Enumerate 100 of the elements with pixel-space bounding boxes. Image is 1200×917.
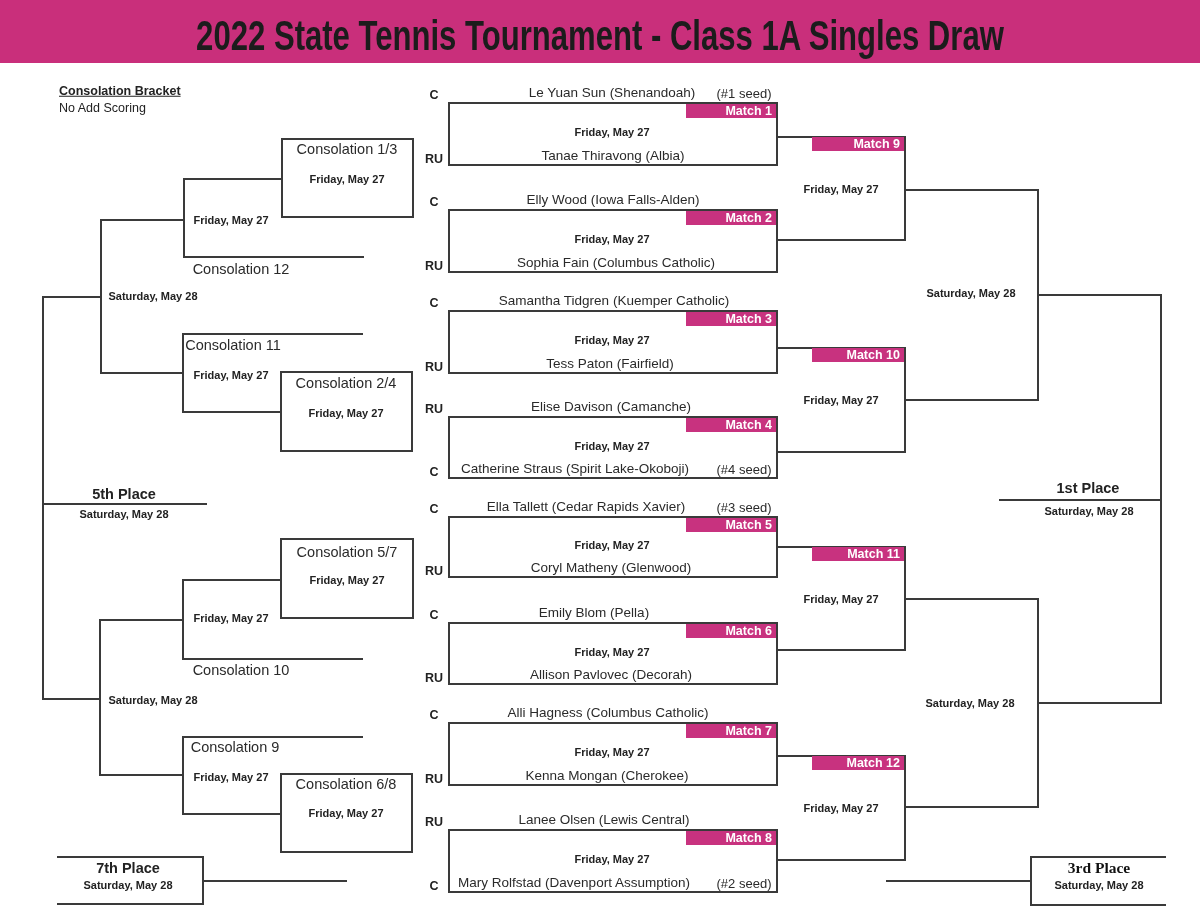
place-title: 5th Place xyxy=(92,486,156,502)
bracket xyxy=(776,546,906,651)
place-box xyxy=(1030,856,1166,906)
player-name: Coryl Matheny (Glenwood) xyxy=(530,561,692,575)
bracket xyxy=(904,189,1039,401)
match-tab: Match 7 xyxy=(686,724,776,738)
qualifier-code: C xyxy=(429,502,439,516)
player-name: Elise Davison (Camanche) xyxy=(531,400,691,414)
bracket xyxy=(904,598,1039,808)
qualifier-code: RU xyxy=(424,259,444,273)
player-name: Elly Wood (Iowa Falls-Alden) xyxy=(526,193,700,207)
match-date: Friday, May 27 xyxy=(309,574,385,586)
match-box xyxy=(448,416,778,479)
consolation-box xyxy=(280,773,413,853)
player-name: Allison Pavlovec (Decorah) xyxy=(529,668,693,682)
match-date: Friday, May 27 xyxy=(308,807,384,819)
qualifier-code: RU xyxy=(424,772,444,786)
match-date: Friday, May 27 xyxy=(193,612,269,624)
qualifier-code: C xyxy=(429,879,439,893)
match-date: Saturday, May 28 xyxy=(1044,505,1134,517)
match-date: Saturday, May 28 xyxy=(1054,879,1144,891)
match-date: Friday, May 27 xyxy=(803,394,879,406)
bracket xyxy=(776,755,906,861)
qualifier-code: C xyxy=(429,608,439,622)
seed-note: (#3 seed) xyxy=(716,500,772,514)
qualifier-code: RU xyxy=(424,671,444,685)
round-name: Consolation 11 xyxy=(185,337,281,353)
match-date: Friday, May 27 xyxy=(193,214,269,226)
qualifier-code: C xyxy=(429,465,439,479)
match-tab: Match 11 xyxy=(812,547,904,561)
match-box xyxy=(448,102,778,166)
qualifier-code: C xyxy=(429,195,439,209)
match-tab: Match 8 xyxy=(686,831,776,845)
consolation-box xyxy=(281,138,414,218)
consolation-box xyxy=(280,538,414,619)
player-name: Le Yuan Sun (Shenandoah) xyxy=(528,86,696,100)
consolation-box xyxy=(280,371,413,452)
section-heading: Consolation Bracket xyxy=(59,84,181,98)
player-name: Kenna Mongan (Cherokee) xyxy=(525,769,689,783)
match-box xyxy=(448,209,778,273)
match-date: Saturday, May 28 xyxy=(108,290,198,302)
round-name: Consolation 9 xyxy=(190,739,280,755)
match-date: Friday, May 27 xyxy=(193,771,269,783)
bracket xyxy=(182,736,281,815)
player-name: Ella Tallett (Cedar Rapids Xavier) xyxy=(486,500,686,514)
match-date: Friday, May 27 xyxy=(803,802,879,814)
seed-note: (#1 seed) xyxy=(716,86,772,100)
player-name: Catherine Straus (Spirit Lake-Okoboji) xyxy=(460,462,690,476)
player-name: Samantha Tidgren (Kuemper Catholic) xyxy=(498,294,730,308)
qualifier-code: C xyxy=(429,88,439,102)
slot-label: Consolation 12 xyxy=(192,261,290,277)
qualifier-code: RU xyxy=(424,360,444,374)
player-name: Lanee Olsen (Lewis Central) xyxy=(518,813,690,827)
match-date: Saturday, May 28 xyxy=(926,287,1016,299)
note-text: No Add Scoring xyxy=(59,101,146,115)
qualifier-code: RU xyxy=(424,152,444,166)
match-date: Friday, May 27 xyxy=(193,369,269,381)
place-title: 7th Place xyxy=(96,860,160,876)
match-date: Friday, May 27 xyxy=(574,233,650,245)
player-name: Mary Rolfstad (Davenport Assumption) xyxy=(458,876,690,890)
match-date: Friday, May 27 xyxy=(803,183,879,195)
match-tab: Match 6 xyxy=(686,624,776,638)
bracket xyxy=(182,333,281,413)
match-date: Friday, May 27 xyxy=(574,334,650,346)
qualifier-code: C xyxy=(429,296,439,310)
match-date: Friday, May 27 xyxy=(309,173,385,185)
match-date: Friday, May 27 xyxy=(574,539,650,551)
player-name: Emily Blom (Pella) xyxy=(538,606,650,620)
match-tab: Match 3 xyxy=(686,312,776,326)
match-date: Friday, May 27 xyxy=(574,440,650,452)
match-box xyxy=(448,829,778,893)
match-tab: Match 9 xyxy=(812,137,904,151)
bracket xyxy=(776,347,906,453)
match-tab: Match 5 xyxy=(686,518,776,532)
match-box xyxy=(448,516,778,578)
title: 2022 State Tennis Tournament - Class 1A Singles Draw xyxy=(196,15,1004,57)
match-date: Saturday, May 28 xyxy=(79,508,169,520)
player-name: Sophia Fain (Columbus Catholic) xyxy=(516,256,716,270)
match-date: Saturday, May 28 xyxy=(83,879,173,891)
qualifier-code: RU xyxy=(424,564,444,578)
match-box xyxy=(448,722,778,786)
match-date: Saturday, May 28 xyxy=(925,697,1015,709)
match-date: Friday, May 27 xyxy=(574,646,650,658)
match-date: Saturday, May 28 xyxy=(108,694,198,706)
round-name: Consolation 2/4 xyxy=(295,375,397,391)
match-tab: Match 4 xyxy=(686,418,776,432)
qualifier-code: C xyxy=(429,708,439,722)
round-name: Consolation 1/3 xyxy=(296,141,398,157)
round-name: Consolation 5/7 xyxy=(296,544,398,560)
seed-note: (#2 seed) xyxy=(716,876,772,890)
match-tab: Match 2 xyxy=(686,211,776,225)
bracket xyxy=(776,136,906,241)
match-date: Friday, May 27 xyxy=(574,746,650,758)
match-box xyxy=(448,622,778,685)
player-name: Tanae Thiravong (Albia) xyxy=(541,149,685,163)
match-tab: Match 10 xyxy=(812,348,904,362)
place-title: 3rd Place xyxy=(1067,860,1131,876)
seed-note: (#4 seed) xyxy=(716,462,772,476)
round-name: Consolation 6/8 xyxy=(295,776,397,792)
match-date: Friday, May 27 xyxy=(574,126,650,138)
